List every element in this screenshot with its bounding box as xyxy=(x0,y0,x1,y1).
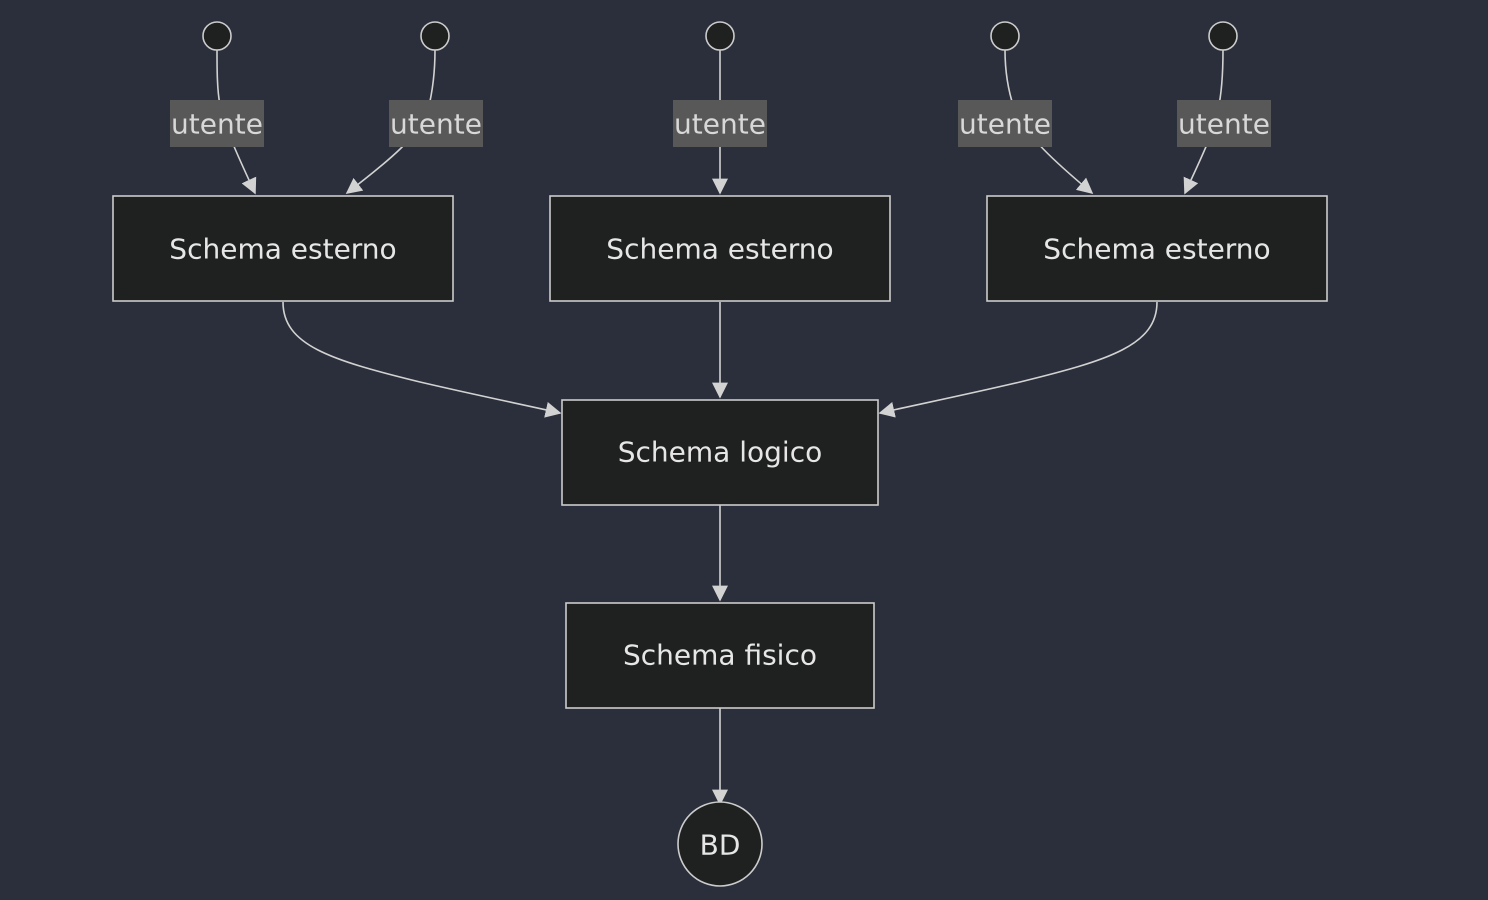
external-schema-node-2: Schema esterno xyxy=(549,195,891,302)
edge-label-utente-5: utente xyxy=(1177,100,1271,147)
user-start-node-4 xyxy=(990,21,1020,51)
edge-label-utente-2: utente xyxy=(389,100,483,147)
external-schema-node-3: Schema esterno xyxy=(986,195,1328,302)
database-node: BD xyxy=(677,801,763,887)
node-label: BD xyxy=(700,829,741,862)
node-label: Schema logico xyxy=(618,436,822,469)
edge-label-text: utente xyxy=(390,108,482,141)
edge-label-text: utente xyxy=(674,108,766,141)
node-label: Schema esterno xyxy=(169,233,396,266)
edge-external-1-to-logical xyxy=(282,301,562,418)
user-start-node-2 xyxy=(420,21,450,51)
user-start-node-3 xyxy=(705,21,735,51)
edge-label-utente-1: utente xyxy=(170,100,264,147)
edge-label-text: utente xyxy=(1178,108,1270,141)
logical-schema-node: Schema logico xyxy=(561,399,879,506)
external-schema-node-1: Schema esterno xyxy=(112,195,454,302)
node-label: Schema esterno xyxy=(1043,233,1270,266)
user-start-node-1 xyxy=(202,21,232,51)
edge-label-utente-4: utente xyxy=(958,100,1052,147)
edge-label-text: utente xyxy=(959,108,1051,141)
physical-schema-node: Schema fisico xyxy=(565,602,875,709)
edge-label-utente-3: utente xyxy=(673,100,767,147)
edge-label-text: utente xyxy=(171,108,263,141)
node-label: Schema esterno xyxy=(606,233,833,266)
user-start-node-5 xyxy=(1208,21,1238,51)
node-label: Schema fisico xyxy=(623,639,817,672)
edge-external-3-to-logical xyxy=(878,301,1158,418)
